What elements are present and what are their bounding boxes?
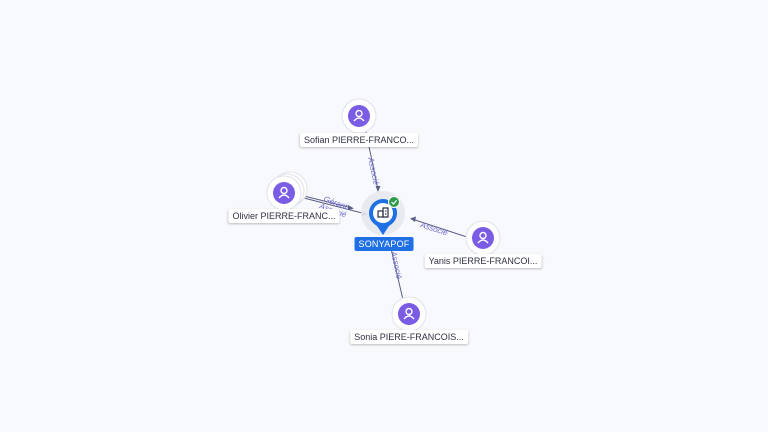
edge-label-yanis-associe: Associé [418, 220, 449, 238]
company-node[interactable] [361, 191, 405, 235]
edge-label-sonia-associe: Associé [389, 250, 404, 281]
company-label[interactable]: SONYAPOF [354, 237, 414, 251]
person-node-sonia[interactable] [391, 296, 427, 332]
edge-sonia: Associé [389, 243, 405, 305]
person-icon [278, 186, 290, 199]
person-label-yanis[interactable]: Yanis PIERRE-FRANCOI... [424, 254, 542, 268]
person-icon [353, 109, 365, 122]
person-icon [477, 231, 489, 244]
person-node-olivier[interactable] [266, 171, 308, 211]
edge-label-sofian-associe: Associé [366, 156, 381, 187]
person-icon [403, 307, 415, 320]
edge-yanis: Associé [410, 216, 471, 239]
person-label-olivier[interactable]: Olivier PIERRE-FRANC... [228, 209, 340, 223]
person-label-sofian[interactable]: Sofian PIERRE-FRANCO... [299, 133, 419, 147]
building-icon [377, 207, 389, 218]
person-node-yanis[interactable] [465, 220, 501, 256]
person-node-sofian[interactable] [341, 98, 377, 134]
check-icon [388, 196, 400, 208]
person-label-sonia[interactable]: Sonia PIERE-FRANCOIS... [350, 330, 468, 344]
